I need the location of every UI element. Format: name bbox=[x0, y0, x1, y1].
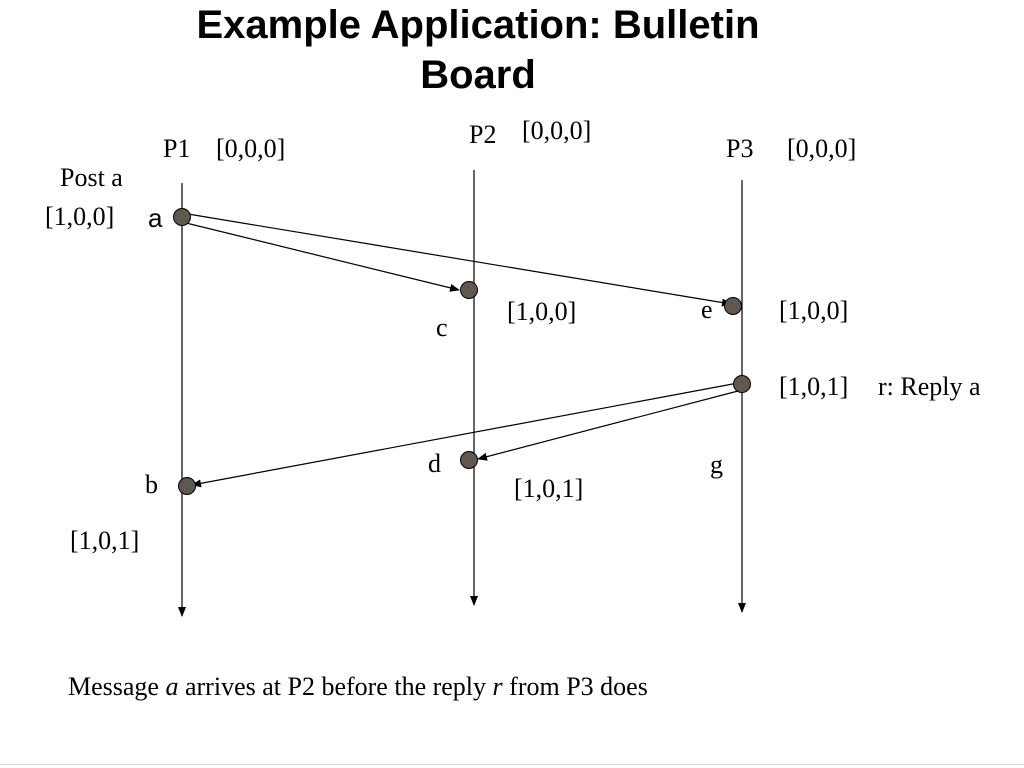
event-a-note-line2: [1,0,0] bbox=[45, 202, 114, 231]
event-c-dot bbox=[460, 281, 478, 299]
event-d-clock: [1,0,1] bbox=[514, 474, 583, 503]
message-a-to-p3 bbox=[181, 212, 732, 307]
caption-italic-a: a bbox=[165, 672, 179, 701]
event-b-dot bbox=[178, 477, 196, 495]
slide-title: Example Application: Bulletin Board bbox=[0, 0, 956, 100]
caption-part3: from P3 does bbox=[502, 672, 648, 701]
slide-title-line2: Board bbox=[420, 53, 536, 97]
bottom-divider bbox=[0, 764, 1024, 765]
process-label-p1: P1 bbox=[163, 134, 190, 163]
process-label-p3: P3 bbox=[726, 134, 753, 163]
event-a-dot bbox=[173, 208, 191, 226]
message-r-to-p1 bbox=[191, 382, 739, 488]
message-a-to-p2 bbox=[181, 221, 460, 292]
event-r-note: r: Reply a bbox=[878, 372, 981, 401]
event-e-clock: [1,0,0] bbox=[779, 296, 848, 325]
event-b-clock: [1,0,1] bbox=[70, 526, 139, 555]
caption-italic-r: r bbox=[492, 672, 503, 701]
caption-part1: Message bbox=[68, 672, 166, 701]
event-a-note-line1: Post a bbox=[60, 163, 123, 192]
event-r-dot bbox=[733, 375, 751, 393]
event-e-dot bbox=[724, 297, 742, 315]
event-r-clock: [1,0,1] bbox=[779, 372, 848, 401]
message-r-to-p2 bbox=[477, 390, 739, 461]
slide-title-line1: Example Application: Bulletin bbox=[196, 3, 760, 47]
event-g-label: g bbox=[710, 450, 723, 479]
process-clock-p3: [0,0,0] bbox=[787, 134, 856, 163]
event-b-label: b bbox=[145, 470, 158, 499]
process-clock-p2: [0,0,0] bbox=[522, 116, 591, 145]
process-clock-p1: [0,0,0] bbox=[216, 134, 285, 163]
event-a-label: a bbox=[148, 203, 163, 233]
event-d-dot bbox=[460, 451, 478, 469]
event-d-label: d bbox=[428, 449, 441, 478]
caption-part2: arrives at P2 before the reply bbox=[178, 672, 493, 701]
slide-caption: Message a arrives at P2 before the reply… bbox=[68, 672, 648, 702]
event-c-clock: [1,0,0] bbox=[507, 297, 576, 326]
event-c-label: c bbox=[436, 313, 448, 342]
event-e-label: e bbox=[701, 295, 713, 324]
process-label-p2: P2 bbox=[469, 120, 496, 149]
